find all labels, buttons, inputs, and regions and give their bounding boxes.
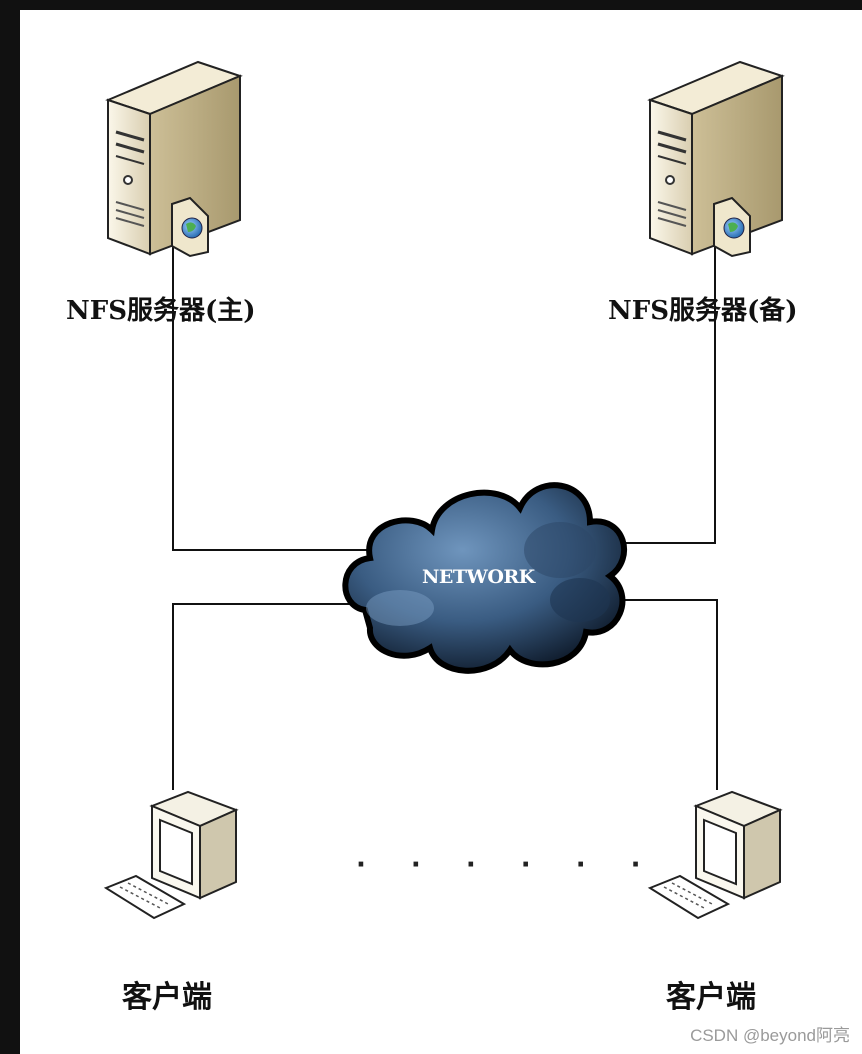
client-ellipsis: · · · · · · [356, 850, 659, 880]
cloud-icon [342, 482, 628, 674]
diagram-canvas: NFS服务器(主) NFS服务器(备) NETWORK · · · · · · … [20, 10, 862, 1054]
backup-server-label: NFS服务器(备) [608, 296, 798, 326]
globe-doc-icon [713, 196, 751, 258]
connection-lines [172, 240, 718, 790]
network-label: NETWORK [422, 566, 535, 588]
primary-server-label: NFS服务器(主) [66, 296, 256, 326]
link-primary-server [172, 240, 380, 551]
desktop-computer-icon-left [103, 790, 239, 920]
link-right-client [598, 599, 718, 790]
right-client-label: 客户端 [666, 980, 756, 1015]
diagram-graphics [103, 60, 785, 920]
server-icon-backup [647, 60, 785, 258]
link-left-client [172, 603, 350, 790]
csdn-watermark: CSDN @beyond阿亮 [690, 1026, 850, 1045]
desktop-computer-icon-right [647, 790, 783, 920]
globe-doc-icon [171, 196, 209, 258]
left-client-label: 客户端 [122, 980, 212, 1015]
link-backup-server [590, 240, 716, 544]
server-icon-primary [105, 60, 243, 258]
